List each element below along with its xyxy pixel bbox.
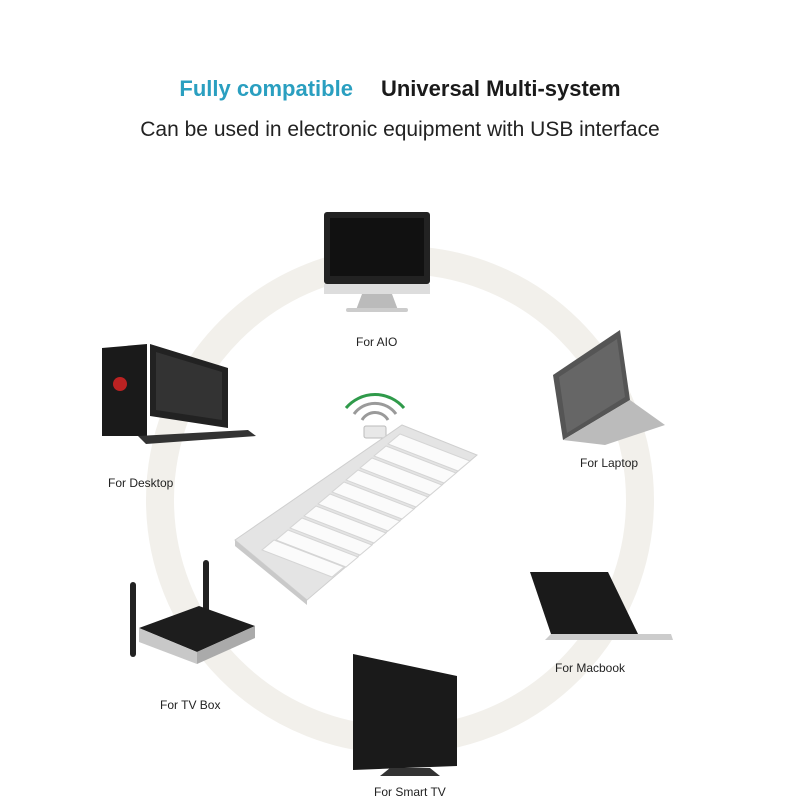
label-desktop: For Desktop — [108, 476, 174, 490]
headline: Fully compatible Universal Multi-system — [0, 76, 800, 102]
desktop-computer-icon — [102, 344, 256, 444]
macbook-icon — [530, 572, 673, 640]
label-smart-tv: For Smart TV — [374, 785, 446, 799]
smart-tv-icon — [353, 654, 457, 776]
wireless-signal-icon — [344, 393, 406, 439]
headline-title: Universal Multi-system — [380, 76, 621, 101]
laptop-icon — [553, 330, 665, 445]
subtitle: Can be used in electronic equipment with… — [140, 118, 660, 141]
label-aio: For AIO — [356, 335, 398, 349]
label-tv-box: For TV Box — [160, 698, 221, 712]
wireless-keyboard-image — [234, 424, 478, 605]
label-macbook: For Macbook — [555, 661, 626, 675]
tv-box-icon — [130, 560, 255, 664]
aio-computer-icon — [324, 212, 430, 312]
label-laptop: For Laptop — [580, 456, 639, 470]
headline-highlight: Fully compatible — [179, 76, 353, 101]
